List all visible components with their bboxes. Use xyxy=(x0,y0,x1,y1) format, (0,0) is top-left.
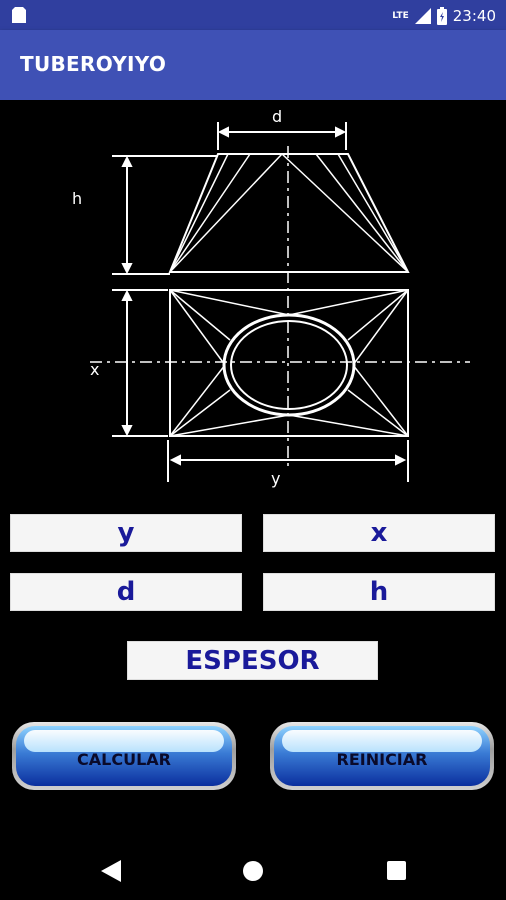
diagram-label-y: y xyxy=(271,469,280,488)
app-title: TUBEROYIYO xyxy=(20,52,167,76)
input-d[interactable]: d xyxy=(10,573,242,611)
reiniciar-button[interactable]: REINICIAR xyxy=(270,722,494,790)
input-h[interactable]: h xyxy=(263,573,495,611)
diagram-label-d: d xyxy=(272,110,282,126)
calcular-button[interactable]: CALCULAR xyxy=(12,722,236,790)
sim-card-icon xyxy=(12,7,26,23)
battery-icon xyxy=(436,7,447,25)
espesor-output: ESPESOR xyxy=(127,641,378,680)
signal-icon xyxy=(414,8,431,24)
clock: 23:40 xyxy=(452,7,496,25)
back-icon[interactable] xyxy=(101,860,121,882)
diagram-label-h: h xyxy=(72,189,82,208)
status-bar: LTE 23:40 xyxy=(0,0,506,30)
navigation-bar xyxy=(0,840,506,900)
app-bar: TUBEROYIYO xyxy=(0,30,506,100)
home-icon[interactable] xyxy=(242,860,264,882)
input-x[interactable]: x xyxy=(263,514,495,552)
diagram-label-x: x xyxy=(90,360,99,379)
input-y[interactable]: y xyxy=(10,514,242,552)
recents-icon[interactable] xyxy=(387,861,406,880)
network-type-label: LTE xyxy=(392,11,409,21)
transition-diagram: d h x y xyxy=(72,110,470,488)
